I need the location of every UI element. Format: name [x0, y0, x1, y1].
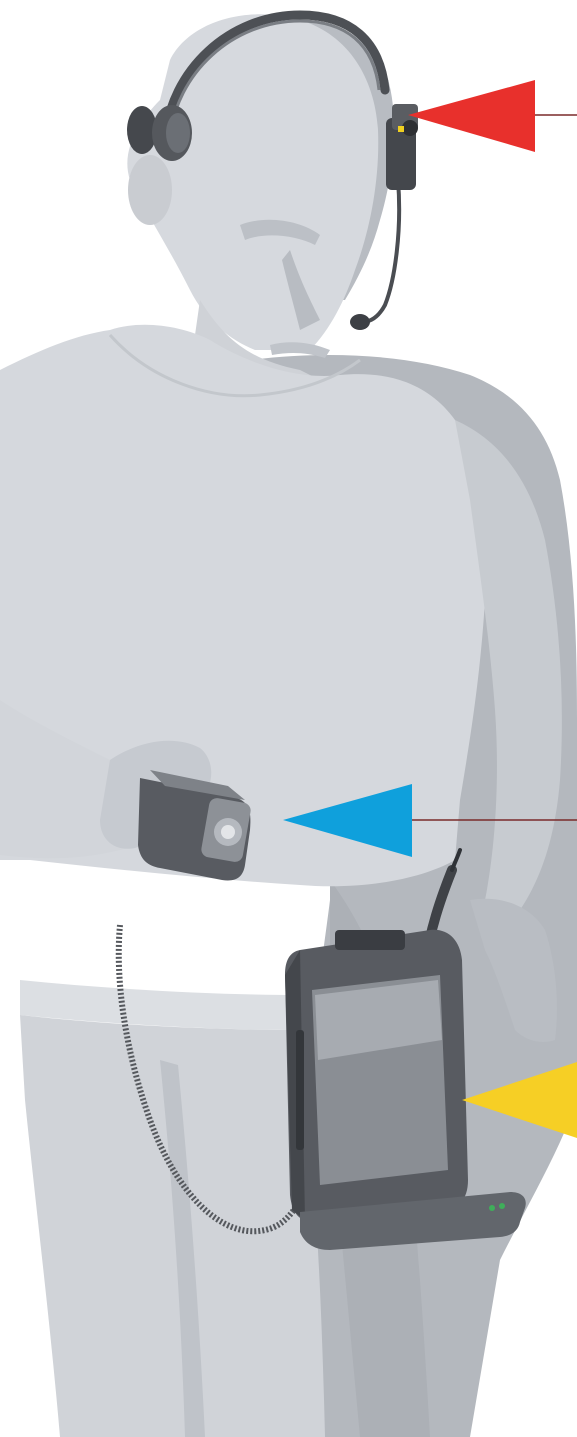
- indicator-green-2: [499, 1203, 505, 1209]
- callout-red-triangle-pointer-left-icon: [408, 80, 535, 152]
- ear: [128, 155, 172, 225]
- camera-lens: [402, 120, 418, 136]
- mic-tip: [350, 314, 370, 330]
- scanner-lens-inner: [221, 825, 235, 839]
- mouth-shadow: [270, 342, 330, 358]
- terminal-side-grip: [296, 1030, 304, 1150]
- terminal-top-latch: [335, 930, 405, 950]
- earcup-front-face: [166, 113, 190, 153]
- indicator-green-1: [489, 1205, 495, 1211]
- camera-indicator: [398, 126, 404, 132]
